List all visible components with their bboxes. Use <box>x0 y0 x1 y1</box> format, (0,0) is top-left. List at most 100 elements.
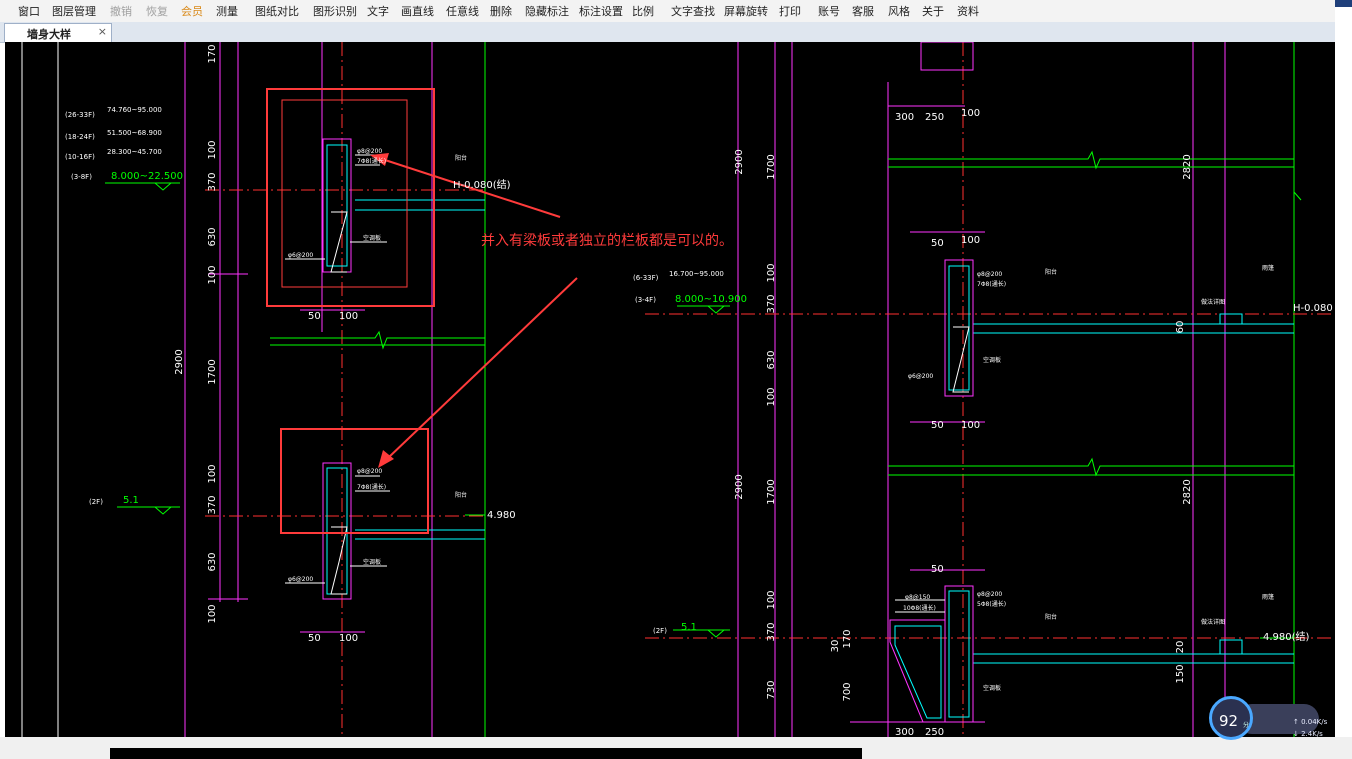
cad-dimension-label: 100 <box>207 464 218 483</box>
cad-label: 28.300~45.700 <box>107 148 162 156</box>
cad-label: 51.500~68.900 <box>107 129 162 137</box>
cad-label: 空调板 <box>983 684 1001 692</box>
menu-item[interactable]: 客服 <box>852 5 874 18</box>
menu-item[interactable]: 窗口 <box>18 5 40 18</box>
cad-label: (3-8F) <box>71 173 92 181</box>
cad-label: φ6@200 <box>288 252 313 259</box>
cad-label: 5.1 <box>681 622 697 633</box>
score-value: 92 <box>1219 712 1239 730</box>
menu-item[interactable]: 测量 <box>216 5 238 18</box>
cad-label: 空调板 <box>363 234 381 242</box>
menu-item[interactable]: 屏幕旋转 <box>724 5 768 18</box>
cad-dimension-label: 2900 <box>734 474 745 499</box>
menu-item[interactable]: 恢复 <box>146 5 168 18</box>
cad-label: 阳台 <box>1045 268 1057 276</box>
cad-dimension-label: 20 <box>1175 641 1186 654</box>
menu-item[interactable]: 隐藏标注 <box>525 5 569 18</box>
cad-label: 100 <box>339 311 358 322</box>
cad-dimension-label: 100 <box>207 140 218 159</box>
cad-dimension-label: 170 <box>842 629 853 648</box>
cad-dimension-label: 100 <box>766 263 777 282</box>
menu-item[interactable]: 关于 <box>922 5 944 18</box>
right-margin <box>1335 7 1352 737</box>
menu-item[interactable]: 任意线 <box>446 5 479 18</box>
download-speed: ↓ 2.4K/s <box>1293 730 1323 738</box>
cad-label: 100 <box>339 633 358 644</box>
network-speed-widget[interactable]: ↑ 0.04K/s ↓ 2.4K/s 92 分 <box>1207 694 1327 742</box>
score-unit: 分 <box>1243 722 1250 729</box>
cad-label: 50 <box>931 420 944 431</box>
cad-label: 4.980(结) <box>1263 630 1310 643</box>
cad-label: H-0.080 <box>1293 303 1333 314</box>
cad-dimension-label: 2900 <box>734 149 745 174</box>
highlight-box-bottom <box>280 428 429 534</box>
score-ring: 92 分 <box>1209 696 1253 740</box>
menu-item[interactable]: 会员 <box>181 5 203 18</box>
cad-dimension-label: 370 <box>766 622 777 641</box>
menu-item[interactable]: 图纸对比 <box>255 5 299 18</box>
cad-label: φ8@200 <box>357 148 382 155</box>
cad-label: 4.980 <box>487 510 516 521</box>
cad-dimension-label: 60 <box>1175 321 1186 334</box>
cad-dimension-label: 370 <box>207 172 218 191</box>
cad-label: 5.1 <box>123 495 139 506</box>
cad-dimension-label: 100 <box>207 265 218 284</box>
menu-item[interactable]: 文字 <box>367 5 389 18</box>
tab-close-icon[interactable]: × <box>97 25 107 38</box>
cad-label: 7Φ8(通长) <box>977 280 1006 288</box>
cad-label: 74.760~95.000 <box>107 106 162 114</box>
cad-label: 50 <box>308 633 321 644</box>
annotation-overlay <box>266 88 578 534</box>
menu-item[interactable]: 资料 <box>957 5 979 18</box>
menu-item[interactable]: 风格 <box>888 5 910 18</box>
cad-label: (18-24F) <box>65 133 95 141</box>
cad-dimension-label: 30 <box>830 640 841 653</box>
menu-item[interactable]: 账号 <box>818 5 840 18</box>
cad-label: (10-16F) <box>65 153 95 161</box>
cad-label: (2F) <box>89 498 103 506</box>
cad-dimension-label: 370 <box>207 495 218 514</box>
cad-label: (26-33F) <box>65 111 95 119</box>
annotation-text: 并入有梁板或者独立的栏板都是可以的。 <box>481 233 733 249</box>
menu-item[interactable]: 图形识别 <box>313 5 357 18</box>
cad-label: H-0.080(结) <box>453 178 511 191</box>
cad-label: 16.700~95.000 <box>669 270 724 278</box>
cad-label: 300 <box>895 112 914 123</box>
menu-item[interactable]: 撤销 <box>110 5 132 18</box>
cad-dimension-label: 370 <box>766 294 777 313</box>
cad-drawing-canvas[interactable]: (26-33F) 74.760~95.000 (18-24F) 51.500~68.9… <box>5 42 1335 737</box>
cad-label: φ6@200 <box>288 576 313 583</box>
cad-label: 做法详图 <box>1201 618 1225 626</box>
cad-label: (6-33F) <box>633 274 659 282</box>
cad-label: 10Φ8(通长) <box>903 604 936 612</box>
cad-dimension-label: 100 <box>766 387 777 406</box>
tab-bar: 墙身大样 × <box>0 22 1335 43</box>
cad-label: 阳台 <box>455 491 467 499</box>
menu-item[interactable]: 文字查找 <box>671 5 715 18</box>
menu-bar: 窗口图层管理 撤销 恢复会员测量 图纸对比 图形识别文字画直线任意线删除隐藏标注标注设置… <box>0 0 1335 23</box>
annotation-arrow-top <box>370 153 389 166</box>
cad-dimension-label: 700 <box>842 682 853 701</box>
cad-dimension-label: 1700 <box>766 154 777 179</box>
cad-dimension-label: 150 <box>1175 664 1186 683</box>
cad-label: 100 <box>961 108 980 119</box>
cad-label: φ8@150 <box>905 594 930 601</box>
cad-label: 50 <box>931 564 944 575</box>
cad-label: 雨篷 <box>1262 264 1274 272</box>
cad-label: (3-4F) <box>635 296 656 304</box>
cad-dimension-label: 2820 <box>1182 154 1193 179</box>
menu-item[interactable]: 打印 <box>779 5 801 18</box>
menu-item[interactable]: 图层管理 <box>52 5 96 18</box>
cad-dimension-label: 2900 <box>174 349 185 374</box>
menu-item[interactable]: 画直线 <box>401 5 434 18</box>
cad-dimension-label: 730 <box>766 680 777 699</box>
cad-label: 阳台 <box>1045 613 1057 621</box>
menu-item[interactable]: 删除 <box>490 5 512 18</box>
cad-label: 50 <box>308 311 321 322</box>
tab-wall-detail[interactable]: 墙身大样 × <box>4 23 112 42</box>
cad-label: 250 <box>925 112 944 123</box>
menu-item[interactable]: 标注设置 <box>579 5 623 18</box>
cad-label: 7Φ8(通长) <box>357 157 386 165</box>
cad-label: 空调板 <box>983 356 1001 364</box>
menu-item[interactable]: 比例 <box>632 5 654 18</box>
